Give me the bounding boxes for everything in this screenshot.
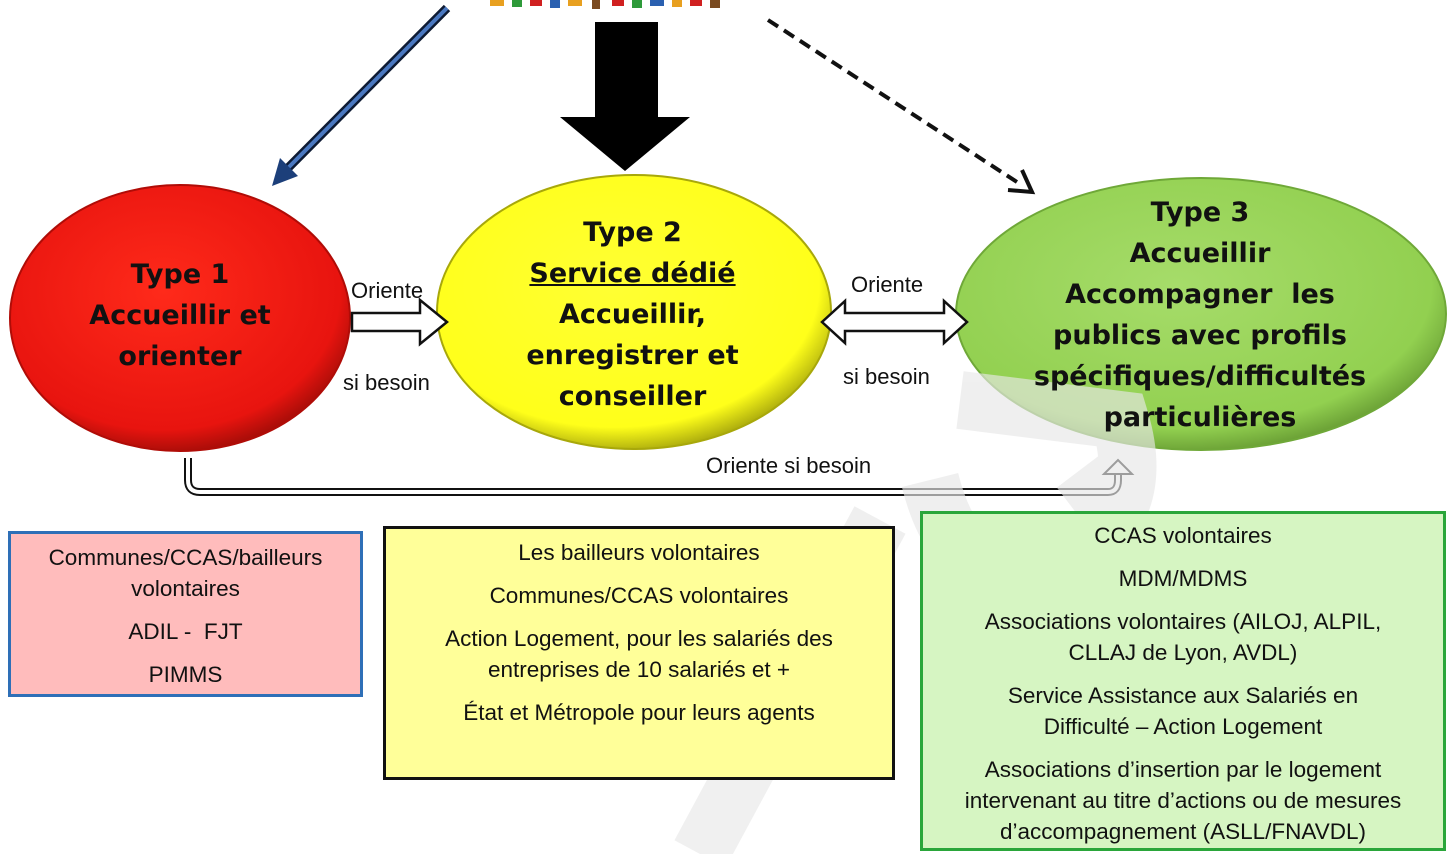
- box-type3-item: Associations d’insertion par le logement…: [964, 757, 1402, 844]
- arrow-type1-to-type3: [184, 458, 1135, 496]
- arrow-type2-to-type3: [820, 298, 969, 346]
- node-type2-line: enregistrer et: [526, 340, 739, 371]
- box-type1: Communes/CCAS/bailleurs volontaires ADIL…: [8, 531, 363, 697]
- node-type2-text: Type 2 Service dédié Accueillir, enregis…: [480, 212, 785, 417]
- edge-t1-t3-label: Oriente si besoin: [706, 453, 872, 478]
- arrow-to-type2: [560, 22, 690, 171]
- node-type3-title: Type 3: [1150, 197, 1250, 228]
- box-type3: CCAS volontaires MDM/MDMS Associations v…: [920, 511, 1446, 851]
- node-type1-text: Type 1 Accueillir et orienter: [40, 254, 320, 377]
- edge-t1-t2-label-bottom: si besoin: [343, 370, 430, 395]
- box-type1-item: PIMMS: [148, 662, 223, 687]
- node-type2-title: Type 2: [583, 217, 682, 248]
- node-type2-ellipse: [436, 174, 832, 450]
- edge-t1-t2-label-top: Oriente: [351, 278, 424, 303]
- arrow-to-type1: [272, 4, 451, 186]
- box-type3-item: CCAS volontaires: [1094, 523, 1272, 548]
- node-type3-line: Accompagner les: [1065, 279, 1335, 310]
- box-type3-item: MDM/MDMS: [1118, 566, 1248, 591]
- node-type1-line: orienter: [118, 341, 242, 372]
- box-type2-item: Communes/CCAS volontaires: [489, 583, 789, 608]
- arrow-to-type3: [766, 18, 1036, 195]
- node-type2-subtitle: Service dédié: [529, 258, 736, 289]
- logo-fragment: [490, 0, 720, 9]
- box-type2-item: Les bailleurs volontaires: [518, 540, 760, 565]
- box-type1-item: ADIL - FJT: [128, 619, 243, 644]
- edge-t2-t3-label-bottom: si besoin: [843, 364, 930, 389]
- node-type1-title: Type 1: [130, 259, 230, 290]
- node-type3-line: spécifiques/difficultés: [1033, 361, 1367, 392]
- arrow-type1-to-type2: [350, 297, 449, 347]
- node-type3-line: publics avec profils: [1053, 320, 1347, 351]
- node-type1-ellipse: [9, 184, 351, 452]
- box-type3-item: Associations volontaires (AILOJ, ALPIL, …: [984, 609, 1382, 665]
- node-type3-text: Type 3 Accueillir Accompagner les public…: [1010, 192, 1390, 438]
- node-type3-line: particulières: [1103, 402, 1297, 433]
- node-type3-line: Accueillir: [1129, 238, 1271, 269]
- box-type2: Les bailleurs volontaires Communes/CCAS …: [383, 526, 895, 780]
- node-type2-line: conseiller: [558, 381, 707, 412]
- box-type1-item: Communes/CCAS/bailleurs volontaires: [48, 545, 323, 601]
- edge-t2-t3-label-top: Oriente: [851, 272, 924, 297]
- box-type2-item: Action Logement, pour les salariés des e…: [445, 626, 833, 682]
- node-type2-line: Accueillir,: [558, 299, 707, 330]
- node-type1-line: Accueillir et: [89, 300, 271, 331]
- box-type2-item: État et Métropole pour leurs agents: [463, 700, 815, 725]
- box-type3-item: Service Assistance aux Salariés en Diffi…: [1007, 683, 1359, 739]
